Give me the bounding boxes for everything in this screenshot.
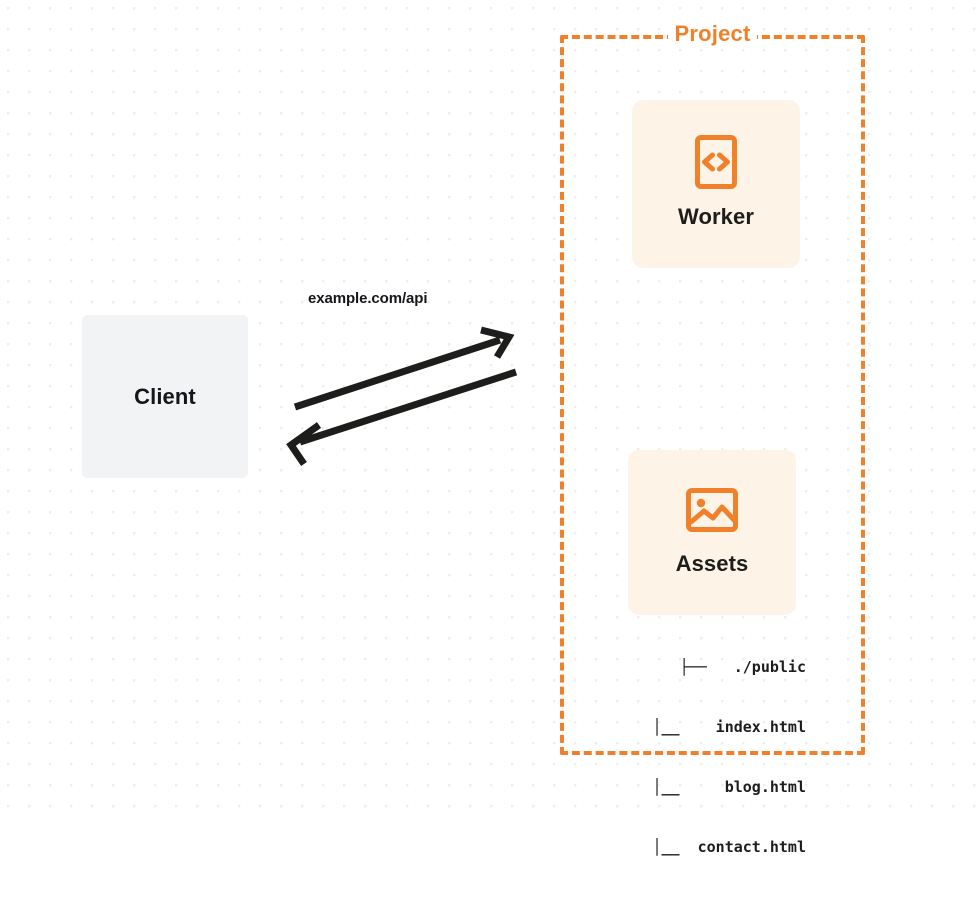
- code-brackets-icon: [695, 135, 737, 189]
- project-title: Project: [560, 21, 865, 47]
- image-picture-icon: [686, 488, 738, 532]
- client-node-label: Client: [134, 383, 196, 409]
- assets-file-tree: ├── ./public │__ index.html │__ blog.htm…: [606, 617, 806, 897]
- worker-card[interactable]: Worker: [632, 100, 800, 268]
- response-arrow: [286, 368, 518, 466]
- worker-card-label: Worker: [678, 204, 754, 229]
- assets-card[interactable]: Assets: [628, 450, 796, 615]
- file-tree-row: ├── ./public: [679, 658, 806, 676]
- file-tree-row: │__ index.html: [652, 718, 806, 736]
- file-tree-row: │__ contact.html: [652, 838, 806, 856]
- diagram-canvas: Client example.com/api Project Worker: [0, 0, 980, 856]
- request-arrow: [293, 326, 515, 411]
- edge-label-endpoint: example.com/api: [308, 290, 428, 307]
- client-node[interactable]: Client: [82, 315, 248, 478]
- project-title-text: Project: [667, 21, 758, 46]
- file-tree-row: │__ blog.html: [652, 778, 806, 796]
- assets-card-label: Assets: [675, 551, 749, 576]
